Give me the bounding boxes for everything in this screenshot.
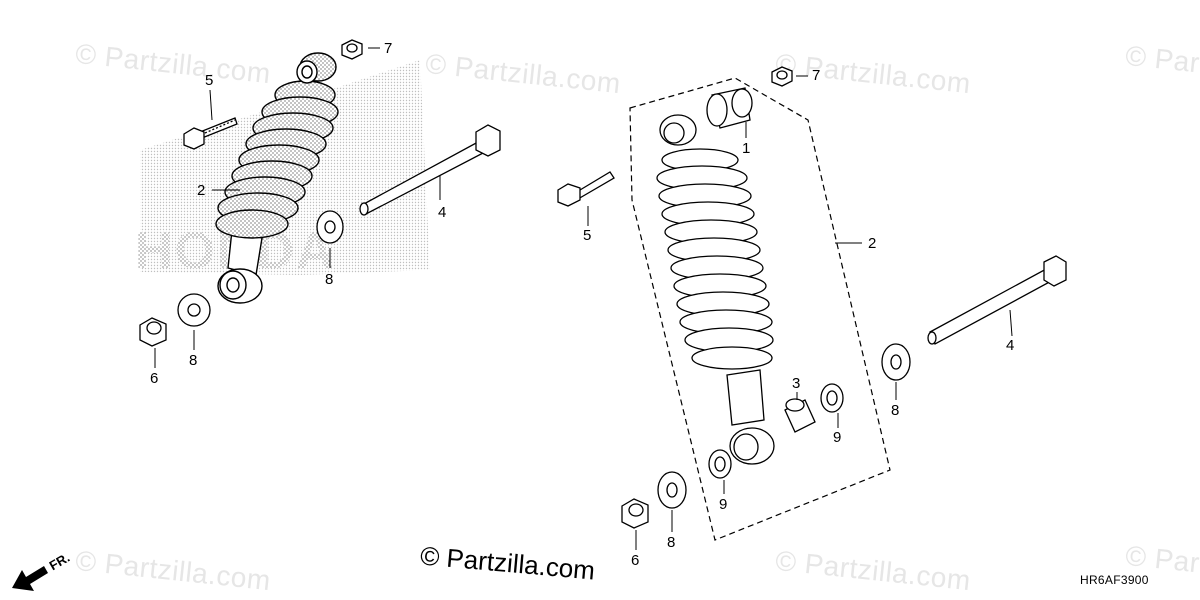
callout-9: 9 xyxy=(719,496,728,513)
callout-9: 9 xyxy=(833,429,842,446)
callout-6: 6 xyxy=(631,552,640,569)
right-leader-lines xyxy=(587,75,1013,550)
right-nut-6 xyxy=(621,498,649,529)
callout-8: 8 xyxy=(891,402,900,419)
left-shock-absorber xyxy=(215,52,339,304)
right-washer-8-upper xyxy=(881,343,911,381)
front-direction-arrow xyxy=(12,566,48,591)
right-washer-8-lower xyxy=(657,471,687,509)
callout-7: 7 xyxy=(384,40,393,57)
right-bolt-4 xyxy=(927,255,1067,345)
left-nut-7 xyxy=(341,39,363,60)
assembly-boundary xyxy=(629,77,891,541)
right-seal-9-lower xyxy=(708,449,732,479)
callout-2: 2 xyxy=(197,182,206,199)
callout-4: 4 xyxy=(438,204,447,221)
right-seal-9-upper xyxy=(820,383,844,413)
left-washer-8-upper xyxy=(316,210,344,244)
callout-4: 4 xyxy=(1006,337,1015,354)
callout-8: 8 xyxy=(325,271,334,288)
callout-5: 5 xyxy=(583,227,592,244)
diagram-code: HR6AF3900 xyxy=(1080,573,1149,587)
callout-5: 5 xyxy=(205,72,214,89)
right-nut-7 xyxy=(771,66,793,87)
right-bolt-5 xyxy=(557,171,615,207)
right-bushing-1 xyxy=(706,87,753,129)
callout-6: 6 xyxy=(150,370,159,387)
callout-7: 7 xyxy=(812,67,821,84)
callout-8: 8 xyxy=(667,534,676,551)
left-nut-6 xyxy=(139,317,167,347)
right-collar-3 xyxy=(784,398,816,433)
left-leader-lines xyxy=(154,47,441,368)
callout-1: 1 xyxy=(742,140,751,157)
left-bolt-4 xyxy=(359,124,501,216)
callout-8: 8 xyxy=(189,352,198,369)
callout-2: 2 xyxy=(868,235,877,252)
callout-3: 3 xyxy=(792,375,801,392)
left-bolt-5 xyxy=(183,117,238,150)
right-shock-absorber xyxy=(656,114,775,465)
left-washer-8-lower xyxy=(177,293,211,327)
